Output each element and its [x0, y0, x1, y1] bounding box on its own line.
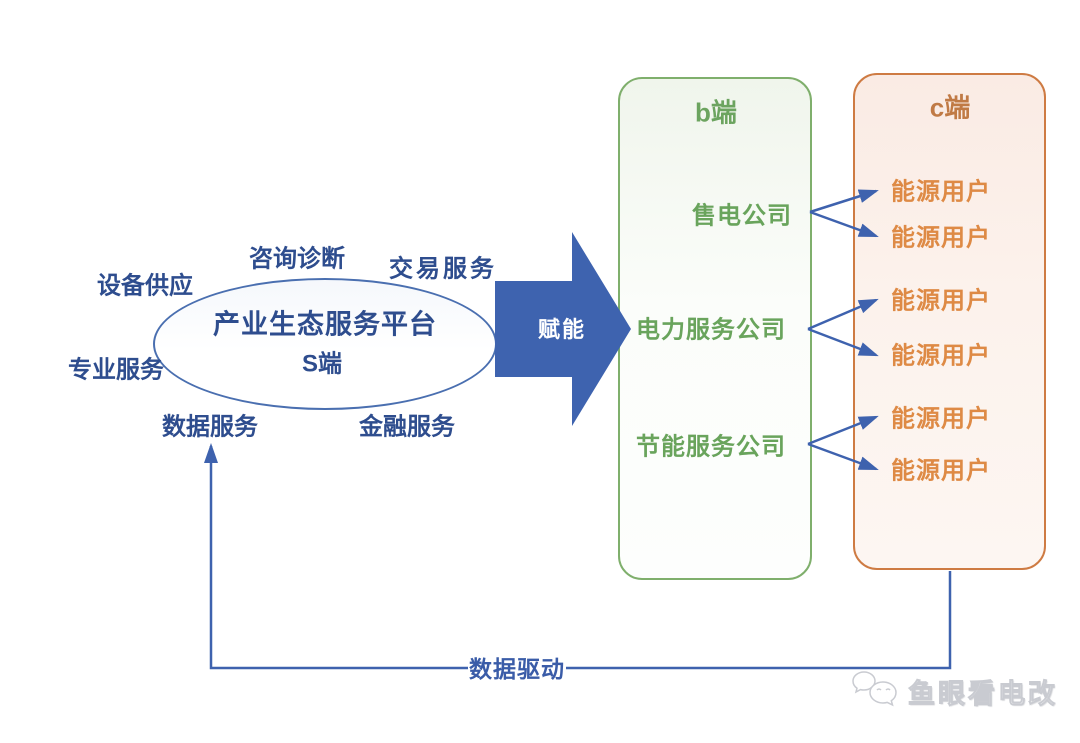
service-label-consulting-diagnosis: 咨询诊断	[249, 245, 345, 273]
energy-user-label-5: 能源用户	[891, 405, 991, 433]
company-label-power-service: 电力服务公司	[636, 316, 786, 344]
c-side-box	[853, 73, 1046, 570]
platform-ellipse	[153, 278, 497, 410]
service-label-professional-service: 专业服务	[68, 356, 164, 384]
energy-user-label-1: 能源用户	[891, 178, 991, 206]
b-side-title: b端	[695, 97, 737, 128]
watermark-label: 鱼眼看电改	[908, 678, 1058, 709]
empower-arrow	[495, 232, 631, 426]
energy-user-label-3: 能源用户	[891, 287, 991, 315]
feedback-label: 数据驱动	[468, 650, 566, 684]
empower-label: 赋能	[537, 317, 587, 342]
company-label-electricity-seller: 售电公司	[692, 202, 792, 230]
feedback-path	[204, 443, 952, 670]
chat-bubbles-icon	[852, 671, 897, 707]
service-label-financial-service: 金融服务	[359, 413, 455, 441]
watermark: 鱼眼看电改	[850, 668, 1058, 714]
service-label-trading-service: 交易服务	[389, 255, 497, 283]
energy-user-label-2: 能源用户	[891, 224, 991, 252]
energy-user-label-4: 能源用户	[891, 342, 991, 370]
platform-subtitle: S端	[301, 350, 343, 378]
platform-title: 产业生态服务平台	[213, 309, 437, 340]
service-label-data-service: 数据服务	[162, 413, 258, 441]
company-label-energy-saving-service: 节能服务公司	[636, 433, 786, 461]
c-side-title: c端	[929, 92, 971, 123]
fork-arrows	[807, 189, 879, 471]
energy-user-label-6: 能源用户	[891, 457, 991, 485]
b-side-box	[618, 77, 812, 580]
service-label-equipment-supply: 设备供应	[97, 272, 193, 300]
